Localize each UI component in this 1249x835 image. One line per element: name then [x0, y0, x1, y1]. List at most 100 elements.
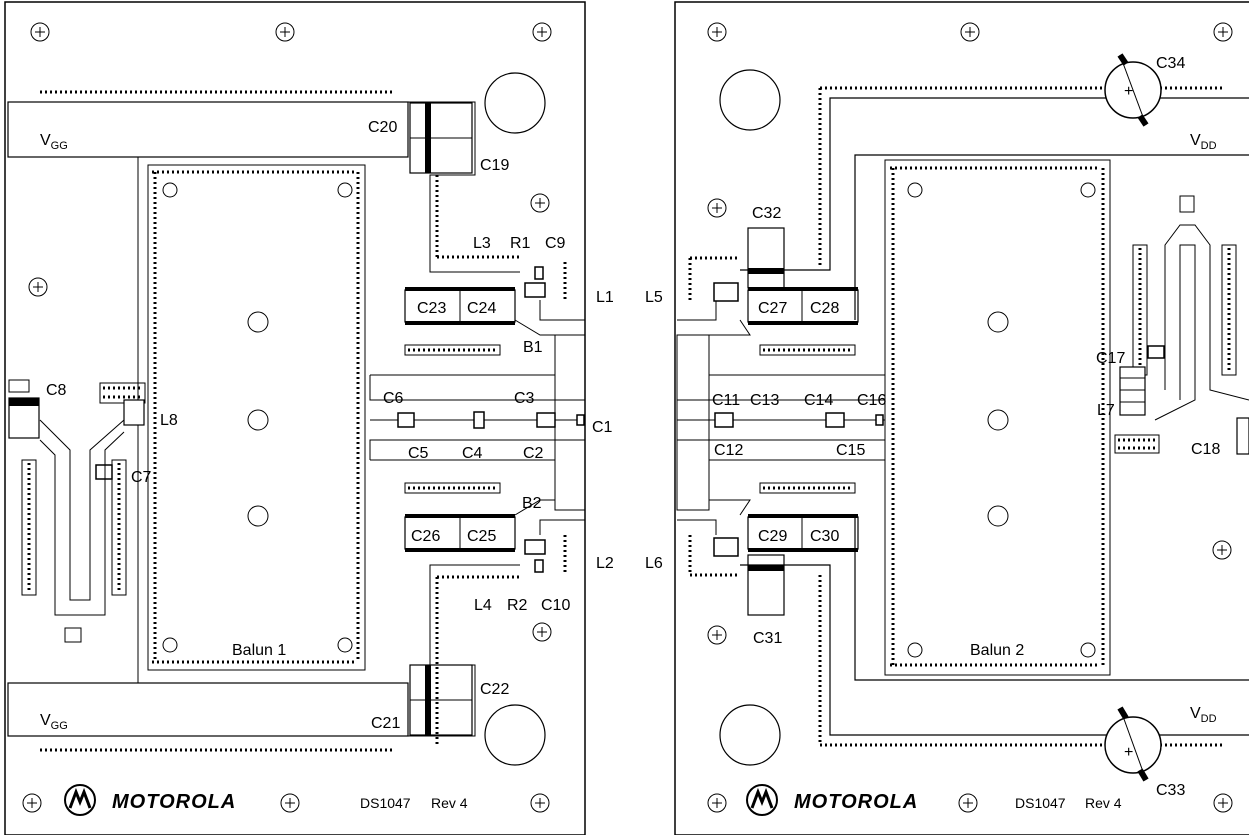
mounting-hole — [987, 505, 1009, 527]
capacitor-stripe — [425, 103, 431, 173]
chip-resistor — [524, 539, 546, 555]
mounting-screw-icon — [530, 793, 550, 813]
chip-capacitor — [714, 412, 734, 428]
capacitor-stripe — [9, 398, 39, 406]
doc-code: DS1047 — [1015, 795, 1066, 811]
label-c22: C22 — [480, 681, 509, 698]
label-b1: B1 — [523, 339, 543, 356]
trace — [539, 519, 585, 535]
mounting-screw-icon — [30, 22, 50, 42]
chip-capacitor — [397, 412, 415, 428]
vdd-bottom-label: VDD — [1190, 705, 1217, 725]
mounting-screw-icon — [960, 22, 980, 42]
trace — [1154, 244, 1196, 421]
vdd-trace-bottom — [854, 515, 1249, 681]
label-c21: C21 — [371, 715, 400, 732]
large-hole — [484, 704, 546, 766]
label-b2: B2 — [522, 495, 542, 512]
trace — [408, 101, 520, 273]
mounting-screw-icon — [280, 793, 300, 813]
mounting-hole — [247, 311, 269, 333]
trace — [677, 519, 717, 535]
label-c13: C13 — [750, 392, 779, 409]
mounting-hole — [247, 505, 269, 527]
capacitor-stripe — [748, 321, 858, 325]
trace — [677, 439, 886, 460]
capacitor-stripe — [425, 665, 431, 735]
balun-2-area — [884, 159, 1111, 676]
capacitor-stripe — [748, 565, 784, 571]
mounting-hole — [1080, 642, 1096, 658]
capacitor-stripe — [405, 287, 515, 291]
vdd-trace-bottom — [740, 564, 1249, 736]
chip-capacitor — [534, 266, 544, 280]
label-c1: C1 — [592, 419, 613, 436]
label-c30: C30 — [810, 528, 839, 545]
vdd-top-label: VDD — [1190, 132, 1217, 152]
label-c6: C6 — [383, 390, 404, 407]
trace — [408, 564, 520, 737]
label-l3: L3 — [473, 235, 491, 252]
mounting-screw-icon — [1213, 793, 1233, 813]
mounting-screw-icon — [532, 622, 552, 642]
label-c28: C28 — [810, 300, 839, 317]
balun-1-area — [147, 164, 366, 671]
label-c16: C16 — [857, 392, 886, 409]
l8-inductor — [123, 399, 145, 426]
revision: Rev 4 — [431, 795, 468, 811]
trace — [369, 439, 585, 460]
chip-inductor — [713, 282, 739, 302]
vgg-top-label: VGG — [40, 132, 68, 152]
label-c10: C10 — [541, 597, 570, 614]
trace — [514, 499, 555, 516]
brand-label: MOTOROLA — [794, 791, 918, 813]
electrolytic-capacitor — [1119, 707, 1147, 781]
label-c2: C2 — [523, 445, 544, 462]
chip-capacitor — [825, 412, 845, 428]
doc-code: DS1047 — [360, 795, 411, 811]
brand-label: MOTOROLA — [112, 791, 236, 813]
trace — [677, 300, 717, 321]
label-c27: C27 — [758, 300, 787, 317]
pad — [8, 379, 30, 393]
vgg-bottom-label: VGG — [40, 712, 68, 732]
mounting-screw-icon — [1212, 540, 1232, 560]
balun-2-label: Balun 2 — [970, 642, 1024, 659]
large-hole — [719, 704, 781, 766]
mounting-screw-icon — [707, 625, 727, 645]
trace — [39, 431, 125, 616]
capacitor-block — [747, 227, 785, 289]
trace — [709, 499, 751, 516]
via-strip — [111, 459, 127, 596]
label-l7: L7 — [1097, 402, 1115, 419]
label-c4: C4 — [462, 445, 483, 462]
label-c20: C20 — [368, 119, 397, 136]
trace — [709, 374, 886, 400]
component-labels: C20 C19 L3 R1 C9 L1 C23 C24 B1 C6 C3 C1 … — [46, 55, 1220, 799]
motorola-logo-icon — [64, 784, 96, 816]
label-c32: C32 — [752, 205, 781, 222]
label-c18: C18 — [1191, 441, 1220, 458]
mounting-hole — [162, 637, 178, 653]
label-r2: R2 — [507, 597, 528, 614]
mounting-screw-icon — [707, 198, 727, 218]
l7-inductor — [1119, 366, 1146, 416]
board-right-outline — [674, 1, 1249, 835]
label-c25: C25 — [467, 528, 496, 545]
label-c24: C24 — [467, 300, 496, 317]
label-c17: C17 — [1096, 350, 1125, 367]
label-c23: C23 — [417, 300, 446, 317]
label-c3: C3 — [514, 390, 535, 407]
vgg-bar-top — [7, 101, 409, 158]
chip-capacitor — [534, 559, 544, 573]
via-strip — [1221, 244, 1237, 376]
vgg-bar-bottom — [7, 682, 409, 737]
label-c29: C29 — [758, 528, 787, 545]
capacitor-block — [747, 554, 785, 616]
capacitor-stripe — [748, 514, 858, 518]
mounting-screw-icon — [532, 22, 552, 42]
via-strip — [1114, 434, 1160, 454]
label-c11: C11 — [712, 392, 740, 409]
via-strip — [759, 482, 856, 494]
mounting-hole — [907, 182, 923, 198]
